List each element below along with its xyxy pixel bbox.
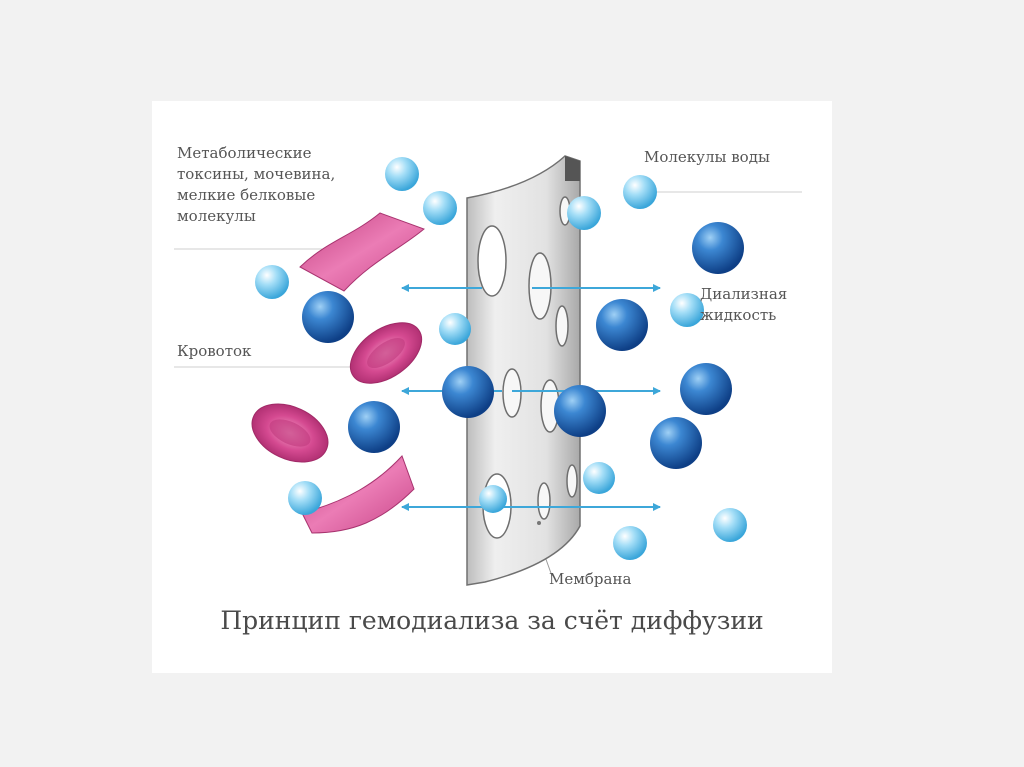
toxins-label: Метаболические токсины, мочевина, мелкие…: [177, 143, 335, 227]
toxins-label-line-1: Метаболические: [177, 144, 312, 162]
membrane-label: Мембрана: [549, 570, 632, 588]
diagram-card: Метаболические токсины, мочевина, мелкие…: [152, 101, 832, 673]
toxins-label-line-4: молекулы: [177, 207, 256, 225]
blood-flow-label: Кровоток: [177, 342, 252, 360]
toxins-label-line-2: токсины, мочевина,: [177, 165, 336, 183]
toxin-molecule-icon: [302, 222, 744, 469]
diagram-caption: Принцип гемодиализа за счёт диффузии: [220, 606, 764, 635]
water-molecules-label: Молекулы воды: [644, 148, 770, 166]
hemodialysis-diagram: [174, 155, 802, 586]
dialysate-label-line-1: Диализная: [700, 285, 788, 303]
dialysate-label-line-2: жидкость: [700, 306, 777, 324]
protein-ribbon-icon: [299, 212, 425, 534]
membrane-icon: [466, 155, 581, 586]
water-molecule-icon: [255, 157, 747, 560]
dialysate-label: Диализная жидкость: [700, 284, 787, 326]
toxins-label-line-3: мелкие белковые: [177, 186, 316, 204]
red-blood-cell-icon: [251, 322, 423, 463]
